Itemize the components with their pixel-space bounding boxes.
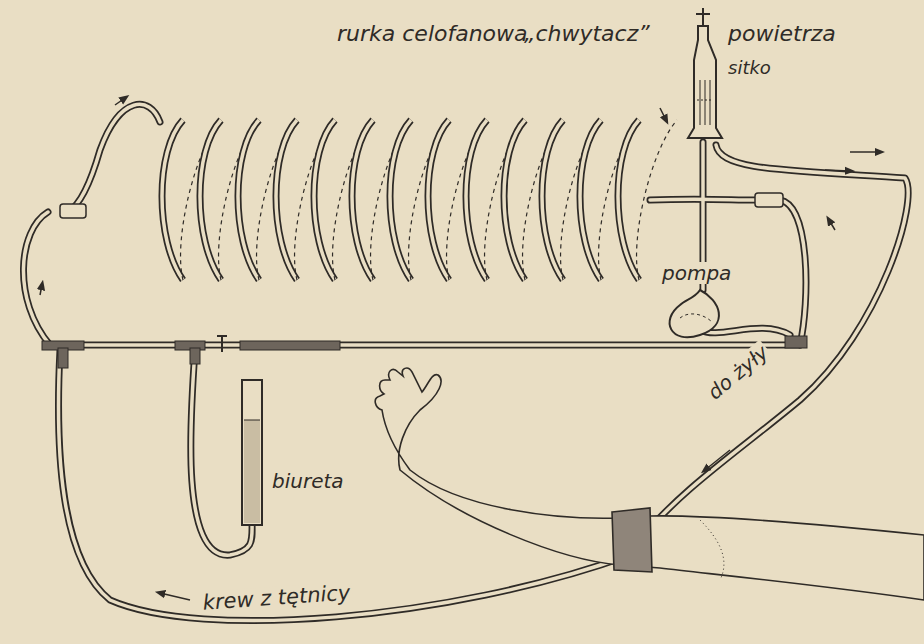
arm: [375, 368, 924, 600]
part-label: biureta: [270, 470, 346, 492]
burette: [242, 380, 262, 525]
clamp: [217, 336, 227, 352]
tube-coupling: [60, 193, 783, 218]
part-label: pompa: [660, 262, 733, 284]
tube-junction: [42, 336, 807, 368]
part-label: powietrza: [726, 22, 838, 46]
part-label: „chwytacz”: [522, 22, 652, 46]
part-label: rurka celofanowa: [335, 22, 530, 46]
flow-label: do żyły: [702, 340, 774, 405]
flow-label: krew z tętnicy: [200, 581, 353, 615]
air-catcher: [688, 8, 722, 138]
part-label: sitko: [726, 58, 773, 78]
cellophane-coil: [162, 120, 677, 280]
flow-arrow: [40, 98, 880, 600]
pump-bulb: [670, 290, 719, 337]
